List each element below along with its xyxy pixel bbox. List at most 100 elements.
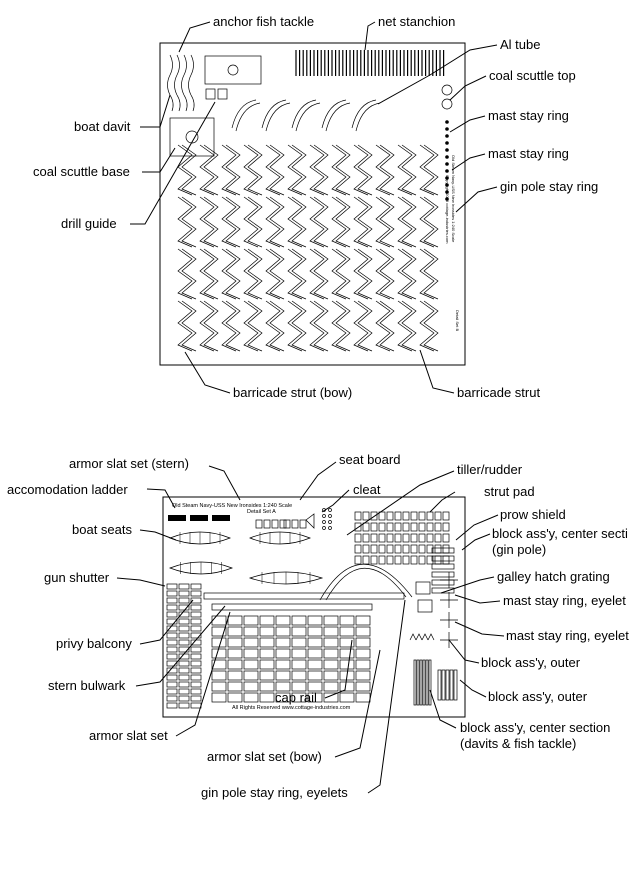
armor-slat-part [243,659,259,670]
mast-stay-ring-part [445,190,449,194]
label-block-center-section-1: block ass'y, center section [460,720,610,735]
barricade-strut-part [331,300,347,352]
fret-a-labels: anchor fish tackle net stanchion Al tube… [33,14,598,400]
armor-slat-part [275,648,291,659]
block-assembly-part [431,555,455,562]
label-mast-stay-ring-eyelet-2: mast stay ring, eyelet [506,628,629,643]
barricade-strut-part [287,248,303,300]
fret-b-engraving-2: Detail Set A [247,509,276,515]
label-gin-pole-stay-ring: gin pole stay ring [500,179,598,194]
barricade-strut-part [181,248,197,300]
barricade-strut-part [177,248,193,300]
gun-shutter-part [190,597,202,604]
label-cleat: cleat [353,482,381,497]
block-center-section-part [428,659,432,706]
seat-board-part [299,519,307,529]
barricade-strut-part [375,300,391,352]
barricade-strut-part [221,144,237,196]
barricade-strut-part [313,144,329,196]
armor-slat-part [355,659,371,670]
strut-pad-part [410,511,418,521]
mast-stay-ring-part [445,127,449,131]
strut-pad-part [418,522,426,532]
label-mast-stay-ring-2: mast stay ring [488,146,569,161]
anchor-fish-tackle-part [167,54,174,112]
strut-pad-part [386,555,394,565]
barricade-strut-part [287,144,303,196]
boat-davit-part [235,102,261,132]
barricade-strut-part [419,196,435,248]
strut-pad-part [362,533,370,543]
armor-slat-part [355,626,371,637]
strut-pad-part [378,533,386,543]
barricade-strut-part [265,300,281,352]
gun-shutter-part [190,590,202,597]
barricade-strut-part [309,300,325,352]
barricade-strut-part [357,248,373,300]
strut-pad-part [370,555,378,565]
barricade-strut-part [269,300,285,352]
gun-shutter-part [190,667,202,674]
armor-slat-part [355,648,371,659]
barricade-strut-part [221,248,237,300]
strut-pad-part [394,511,402,521]
gun-shutter-part [166,688,178,695]
label-cap-rail: cap rail [275,690,317,705]
strut-pad-part [362,544,370,554]
barricade-strut-part [379,300,395,352]
barricade-strut-part [423,300,439,352]
armor-slat-part [259,626,275,637]
barricade-strut-part [181,196,197,248]
strut-pad-part [362,511,370,521]
mast-stay-ring-part [445,120,449,124]
label-armor-slat-set-stern: armor slat set (stern) [69,456,189,471]
strut-pad-part [378,544,386,554]
boat-davit-part [351,99,377,129]
mast-stay-ring-part [445,176,449,180]
armor-slat-stern-part [255,519,263,529]
barricade-strut-part [419,300,435,352]
barricade-strut-part [313,196,329,248]
armor-slat-part [323,659,339,670]
small-square-part [217,88,228,100]
armor-slat-part [355,681,371,692]
armor-slat-part [307,670,323,681]
gun-shutter-part [190,625,202,632]
barricade-strut-part [265,196,281,248]
barricade-strut-part [247,196,263,248]
barricade-strut-part [375,248,391,300]
armor-slat-part [307,615,323,626]
armor-slat-part [259,681,275,692]
armor-slat-part [243,615,259,626]
gin-pole-stay-ring-eyelet-part [409,633,417,641]
barricade-strut-part [423,248,439,300]
armor-slat-part [243,648,259,659]
barricade-strut-part [313,300,329,352]
block-outer-part [437,669,442,701]
armor-slat-part [227,659,243,670]
boat-davit-part [295,102,321,132]
accomodation-ladder-part [190,515,208,521]
armor-slat-part [291,615,307,626]
armor-slat-part [275,681,291,692]
gin-pole-stay-ring-eyelet-part [421,633,429,641]
strut-pad-part [378,511,386,521]
gun-shutter-part [190,611,202,618]
armor-slat-part [307,681,323,692]
armor-slat-part [307,648,323,659]
barricade-strut-part [379,248,395,300]
gun-shutter-part [166,639,178,646]
barricade-strut-part [335,300,351,352]
armor-slat-stern-part [271,519,279,529]
armor-slat-part [291,648,307,659]
armor-slat-part [339,681,355,692]
small-square-part [205,88,216,100]
anchor-fish-tackle-part [174,54,181,112]
cleat-part [322,520,326,524]
block-assembly-part [431,563,455,570]
gun-shutter-part [178,583,190,590]
armor-slat-part [259,637,275,648]
gun-shutter-part [178,702,190,709]
gun-shutter-part [178,646,190,653]
gun-shutter-part [178,695,190,702]
